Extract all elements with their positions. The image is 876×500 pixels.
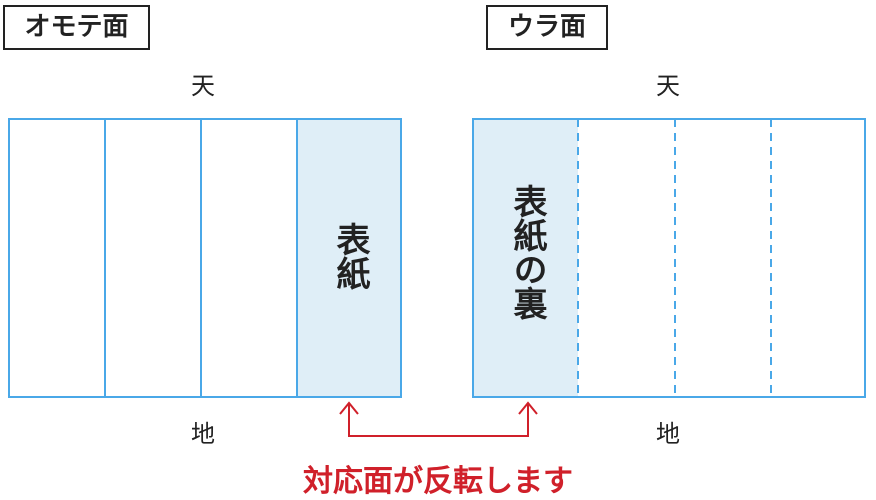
back-panels [472,118,866,398]
front-cover-panel [297,119,401,397]
front-panels [8,118,402,398]
back-cover-panel [473,119,578,397]
front-cover-text: 表紙 [330,222,370,290]
back-cover-text: 表紙の裏 [507,184,547,320]
reversal-note: 対応面が反転します [303,464,573,499]
front-side-label: オモテ面 [3,5,150,50]
reversal-arrow [339,401,538,437]
back-top-label: 天 [656,72,680,100]
front-top-label: 天 [191,72,215,100]
back-side-label: ウラ面 [486,5,608,50]
back-bottom-label: 地 [656,420,680,448]
front-bottom-label: 地 [191,420,215,448]
